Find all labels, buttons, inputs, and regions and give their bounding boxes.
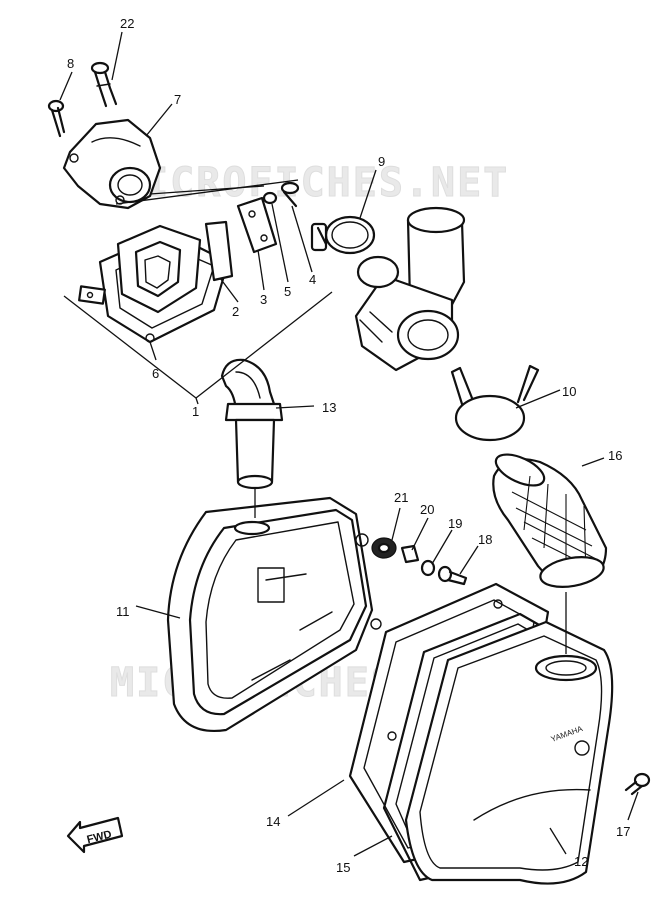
- callout-18: 18: [478, 532, 492, 547]
- part-7-manifold: [62, 118, 162, 210]
- callout-2: 2: [232, 304, 239, 319]
- part-4-screw: [280, 181, 300, 208]
- part-5-washer: [262, 191, 278, 205]
- callout-19: 19: [448, 516, 462, 531]
- part-21-grommet: [371, 537, 397, 559]
- watermark-top: MICROFICHES.NET: [118, 160, 509, 206]
- callout-16: 16: [608, 448, 622, 463]
- part-13-joint: [220, 358, 284, 490]
- part-20-collar: [400, 544, 420, 564]
- part-22-bolt: [90, 61, 118, 108]
- callout-3: 3: [260, 292, 267, 307]
- callout-10: 10: [562, 384, 576, 399]
- part-19-washer: [420, 559, 436, 577]
- fwd-arrow-icon: FWD: [66, 816, 124, 854]
- carburetor: [354, 206, 466, 372]
- callout-15: 15: [336, 860, 350, 875]
- part-3-reed-stopper: [236, 196, 278, 254]
- part-18-bolt: [437, 565, 468, 586]
- callout-7: 7: [174, 92, 181, 107]
- callout-22: 22: [120, 16, 134, 31]
- callout-20: 20: [420, 502, 434, 517]
- part-2-reed: [204, 220, 234, 282]
- callout-11: 11: [116, 604, 130, 619]
- part-9-clamp: [310, 215, 376, 255]
- part-10-wire-clip: [450, 364, 540, 442]
- callout-8: 8: [67, 56, 74, 71]
- part-11-air-cleaner-case: [166, 496, 382, 732]
- callout-5: 5: [284, 284, 291, 299]
- callout-1: 1: [192, 404, 199, 419]
- callout-9: 9: [378, 154, 385, 169]
- callout-17: 17: [616, 824, 630, 839]
- part-1-reed-block: [78, 224, 202, 314]
- part-16-intake-duct: [492, 453, 608, 588]
- callout-14: 14: [266, 814, 280, 829]
- leader-lines: [59, 31, 639, 857]
- part-12-air-cleaner-cap: YAMAHA: [404, 620, 614, 885]
- part-8-bolt: [47, 99, 66, 138]
- callout-labels: 22 8 7 9 4 5 3 2 6 1 13 10 16 21 20 19 1…: [67, 16, 630, 875]
- callout-6: 6: [152, 366, 159, 381]
- fwd-label: FWD: [86, 828, 113, 846]
- callout-4: 4: [309, 272, 316, 287]
- callout-13: 13: [322, 400, 336, 415]
- callout-21: 21: [394, 490, 408, 505]
- part-17-screw: [624, 772, 651, 796]
- callout-12: 12: [574, 854, 588, 869]
